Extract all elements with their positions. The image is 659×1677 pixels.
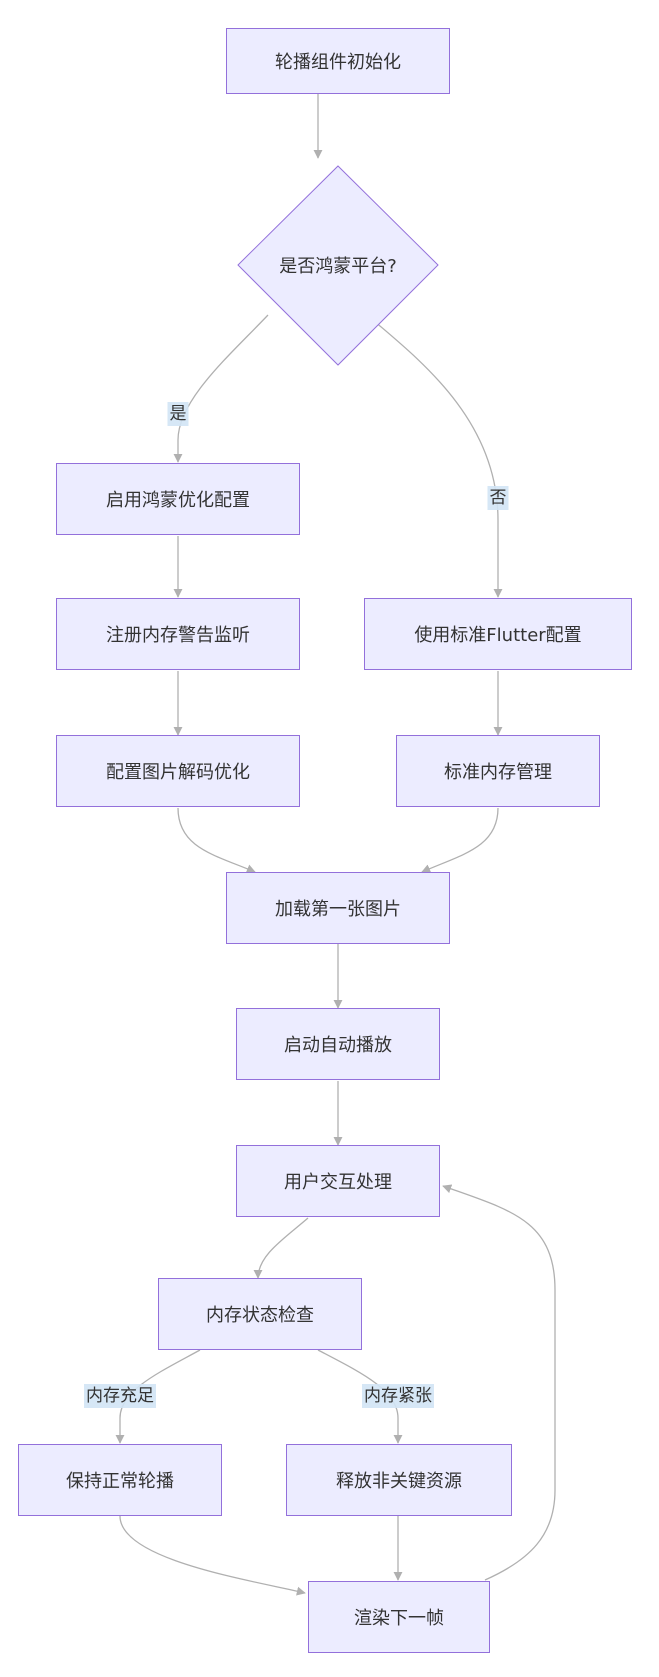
node-interaction: 用户交互处理 bbox=[236, 1145, 440, 1217]
edge-keep-render bbox=[119, 1515, 306, 1596]
edge-label-mem-low: 内存紧张 bbox=[362, 1384, 434, 1408]
edge-decision-yes bbox=[173, 314, 269, 463]
node-start: 轮播组件初始化 bbox=[226, 28, 450, 94]
node-keep-play: 保持正常轮播 bbox=[18, 1444, 222, 1516]
node-img-decode: 配置图片解码优化 bbox=[56, 735, 300, 807]
node-std-mem: 标准内存管理 bbox=[396, 735, 600, 807]
edge-render-interaction bbox=[442, 1184, 556, 1581]
node-render: 渲染下一帧 bbox=[308, 1581, 490, 1653]
node-release: 释放非关键资源 bbox=[286, 1444, 512, 1516]
edge-label-yes: 是 bbox=[167, 402, 189, 426]
decision-diamond bbox=[237, 165, 439, 366]
node-mem-warning: 注册内存警告监听 bbox=[56, 598, 300, 670]
edge-label-mem-ok: 内存充足 bbox=[84, 1384, 156, 1408]
edge-decision-no bbox=[366, 314, 503, 598]
node-decision-label: 是否鸿蒙平台? bbox=[279, 256, 397, 277]
node-harmony-opt: 启用鸿蒙优化配置 bbox=[56, 463, 300, 535]
node-load-first: 加载第一张图片 bbox=[226, 872, 450, 944]
node-flutter-cfg: 使用标准Flutter配置 bbox=[364, 598, 632, 670]
edge-interaction-check bbox=[253, 1217, 309, 1279]
edge-img-load bbox=[177, 807, 256, 873]
node-mem-check: 内存状态检查 bbox=[158, 1278, 362, 1350]
edge-label-no: 否 bbox=[487, 486, 509, 510]
node-autoplay: 启动自动播放 bbox=[236, 1008, 440, 1080]
edge-std-load bbox=[421, 807, 499, 873]
